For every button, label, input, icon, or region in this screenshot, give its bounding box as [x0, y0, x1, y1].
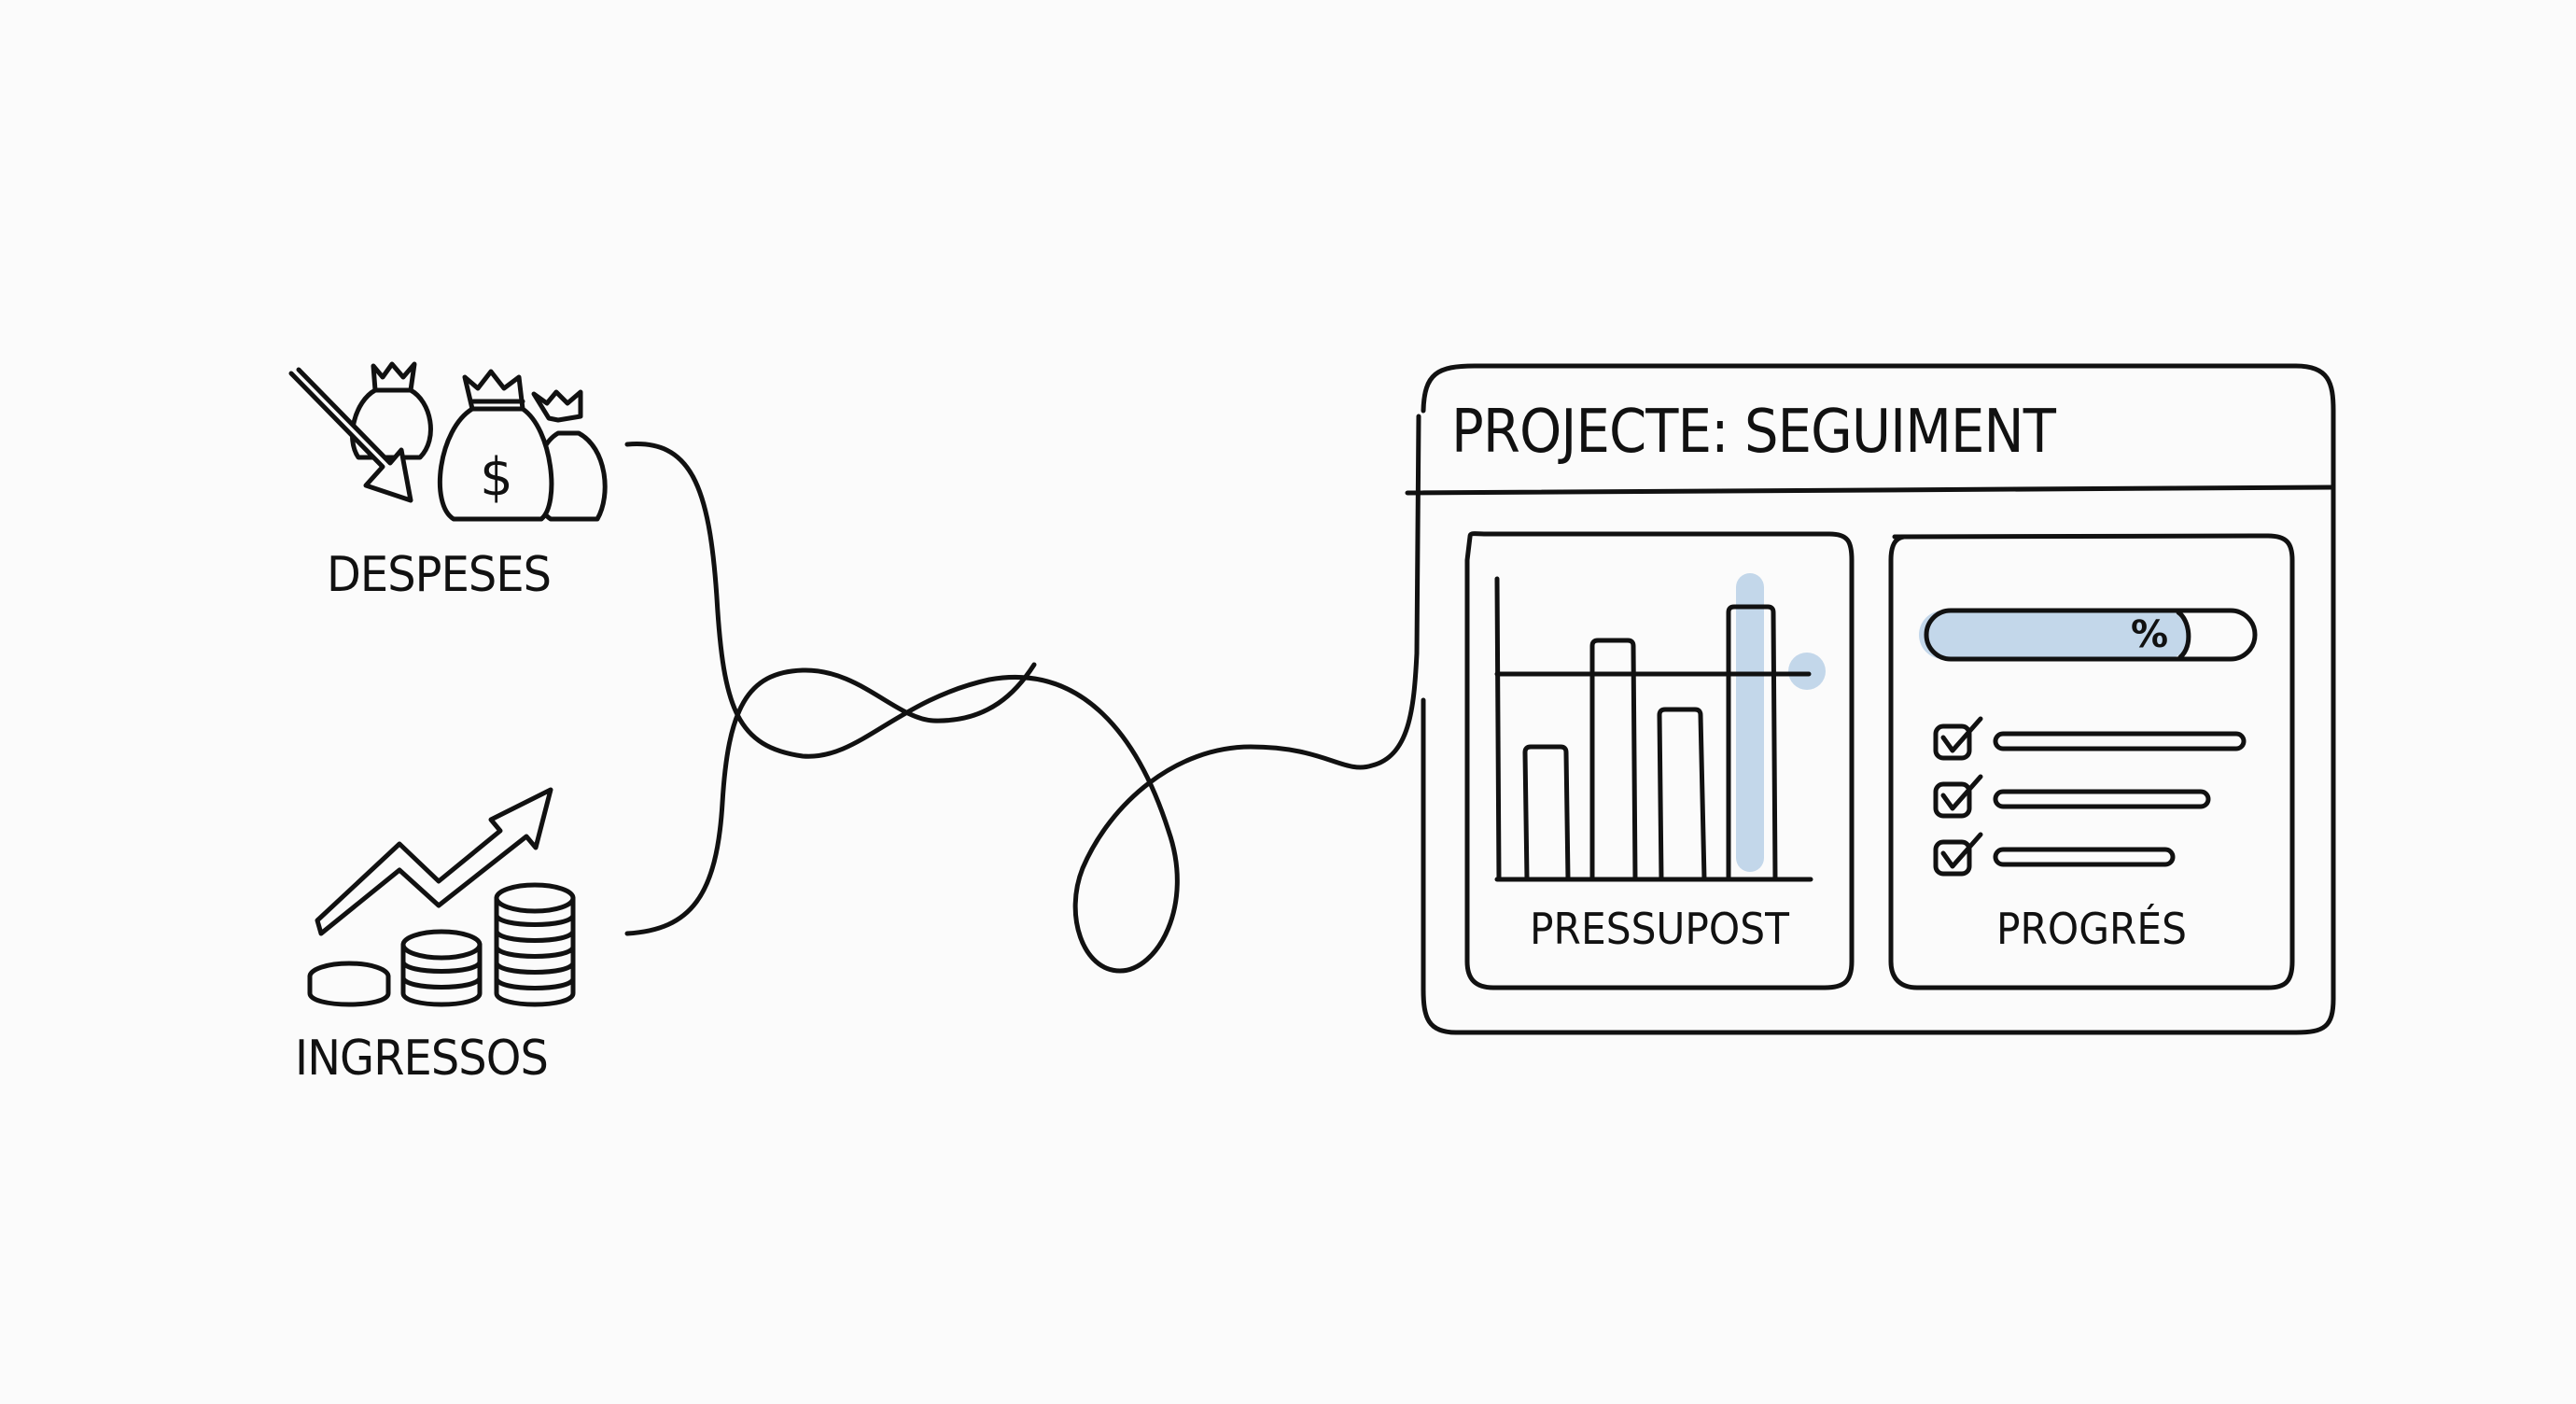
checkbox-checked-icon: [1933, 832, 1983, 877]
checkbox-checked-icon: [1933, 774, 1983, 819]
checklist-item-2: [1993, 789, 2211, 809]
progress-panel-label: PROGRÉS: [1995, 904, 2188, 954]
progress-percent: %: [2131, 613, 2169, 656]
svg-text:$: $: [480, 447, 513, 508]
budget-panel-label: PRESSUPOST: [1530, 904, 1789, 954]
income-label: INGRESSOS: [295, 1031, 549, 1087]
checkbox-checked-icon: [1933, 716, 1983, 761]
dashboard-title: PROJECTE: SEGUIMENT: [1451, 398, 2056, 467]
checklist-item-3: [1993, 847, 2176, 867]
expenses-label: DESPESES: [327, 547, 552, 603]
checklist-item-1: [1993, 731, 2247, 751]
